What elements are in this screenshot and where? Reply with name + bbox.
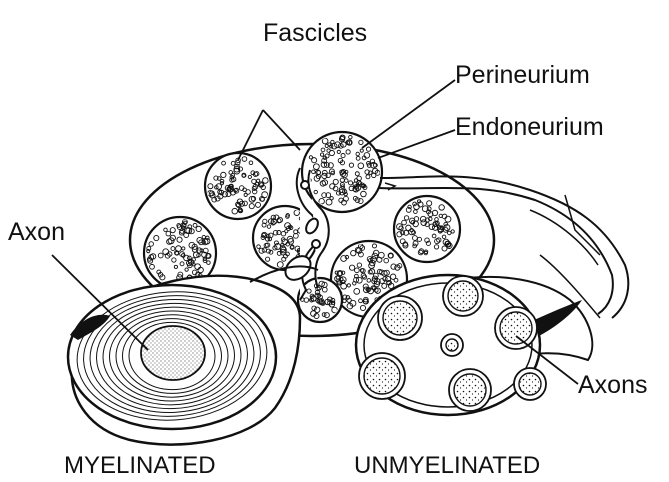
fascicles-leader-right [263,110,300,150]
fascicle [394,196,460,262]
unmyelinated-axon [495,307,537,349]
perineurium-leader [362,80,455,148]
axons-label: Axons [578,371,647,399]
myelinated-fiber [68,266,318,444]
axon-label: Axon [8,218,65,246]
myelinated-axon [141,326,205,380]
unmyelinated-axon [359,353,405,399]
endoneurium-label: Endoneurium [455,113,604,141]
fascicle [205,153,271,219]
unmyelinated-axon [514,368,546,400]
fascicles-label: Fascicles [263,19,367,47]
unmyelinated-caption: UNMYELINATED [354,452,540,479]
unmyelinated-axon [441,334,463,356]
unmyelinated-axon [378,296,422,340]
myelinated-caption: MYELINATED [64,452,216,479]
unmyelinated-axon [443,276,483,316]
unmyelinated-axon [449,369,491,411]
perineurium-label: Perineurium [455,61,590,89]
unmyelinated-fiber [356,275,592,415]
endoneurium-leader [378,130,455,158]
